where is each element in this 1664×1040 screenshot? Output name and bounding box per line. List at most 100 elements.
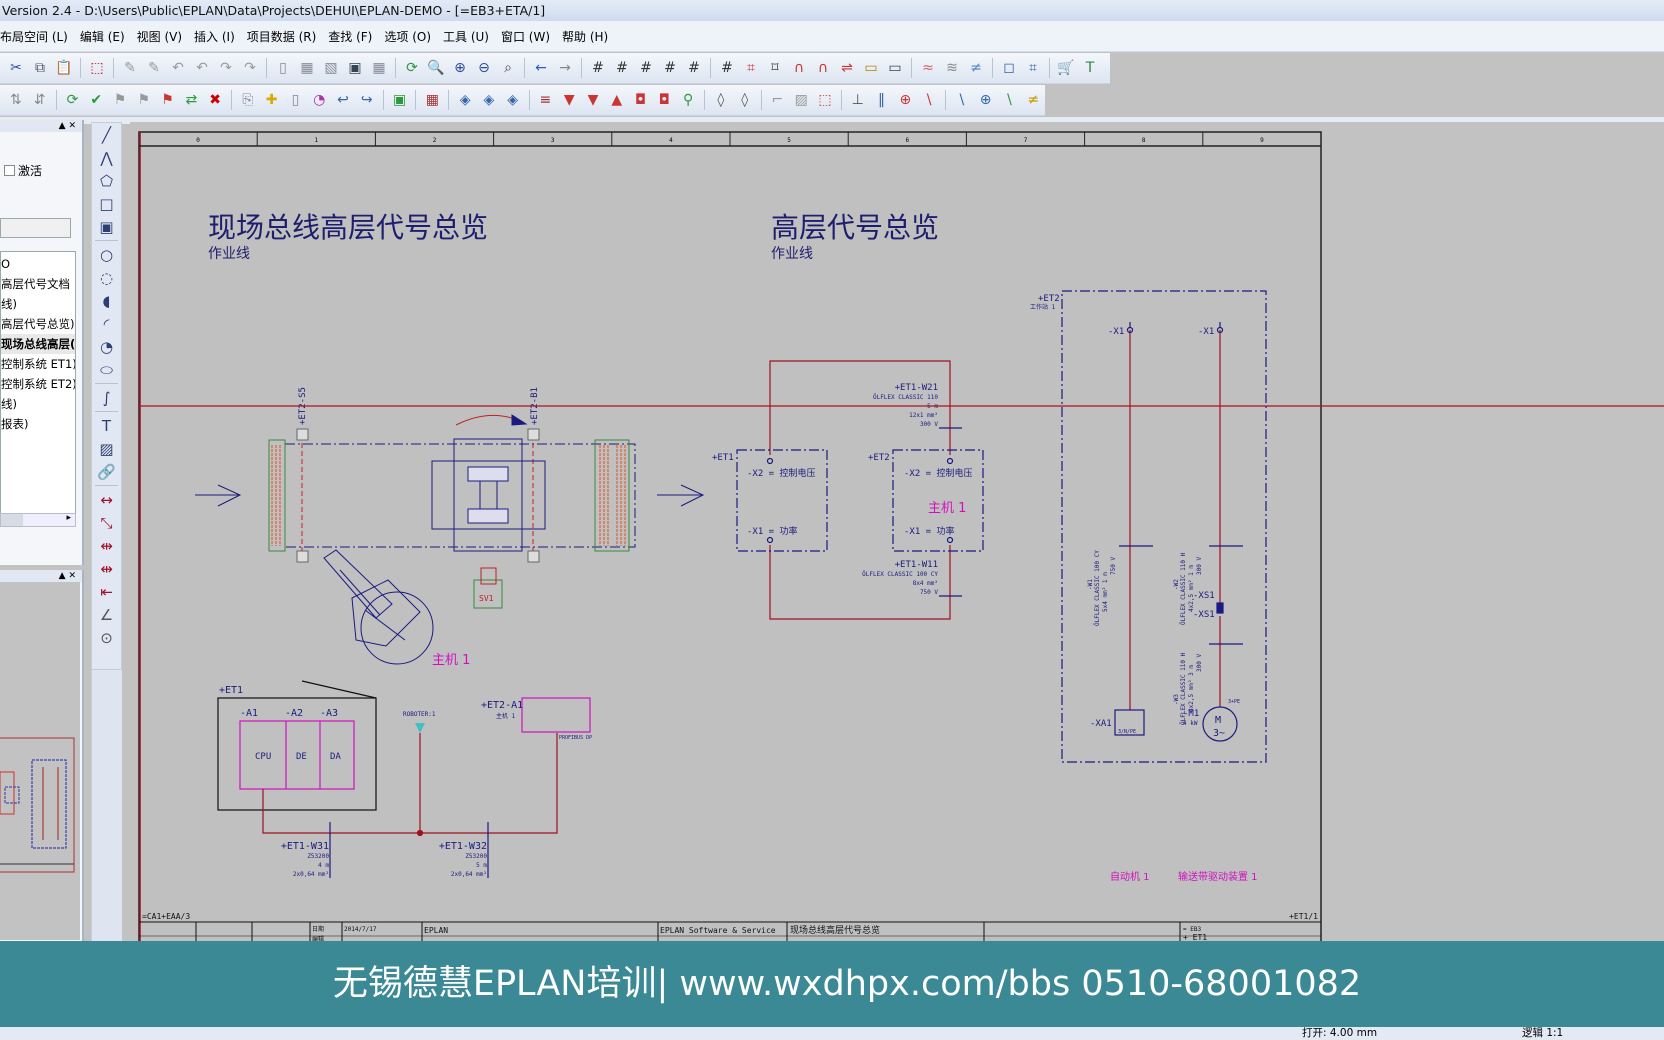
zoom-in-icon[interactable]: ⊕	[454, 60, 466, 76]
auto-connect-icon[interactable]: ∩	[817, 60, 829, 76]
wire-b-icon[interactable]: ▼	[563, 92, 575, 108]
checkbox-box[interactable]	[4, 165, 15, 176]
corner-icon[interactable]: ⌐	[771, 92, 784, 108]
cable-a-icon[interactable]: ⊥	[851, 92, 864, 108]
plc-rack[interactable]	[239, 720, 355, 790]
copy-icon[interactable]: ⧉	[35, 60, 45, 76]
ellipse-tool-icon[interactable]: ⬭	[100, 360, 113, 379]
cut-icon[interactable]: ✂	[10, 60, 22, 76]
menu-item[interactable]: 工具 (U)	[443, 29, 489, 44]
format-transfer-icon[interactable]: ✎	[148, 60, 160, 76]
dimension-increment-tool-icon[interactable]: ⇹	[100, 559, 113, 578]
line-tool-icon[interactable]: ╱	[101, 125, 112, 144]
page-properties-icon[interactable]: ▯	[279, 60, 287, 76]
insert-plc-icon[interactable]: ▣	[392, 92, 407, 108]
wire-f-icon[interactable]: ◘	[658, 92, 670, 108]
symbol-b-icon[interactable]: ◈	[483, 92, 495, 108]
page-next-icon[interactable]: ↪	[360, 92, 373, 108]
tree-item[interactable]: 控制系统 ET1)	[1, 357, 75, 371]
page-prev-icon[interactable]: ↩	[337, 92, 349, 108]
valve-sv1[interactable]	[473, 579, 503, 609]
snap-to-grid-icon[interactable]: ⌗	[747, 60, 755, 76]
menu-item[interactable]: 插入 (I)	[194, 29, 235, 44]
arc-center-tool-icon[interactable]: ◖	[102, 291, 111, 310]
device-flag-icon[interactable]: ⚑	[113, 92, 127, 108]
device-move-icon[interactable]: ⇄	[185, 92, 198, 108]
wire-c-icon[interactable]: ▼	[587, 92, 599, 108]
sensor-s5-top[interactable]	[296, 428, 309, 441]
shield-d-icon[interactable]: ≠	[1027, 92, 1040, 108]
redo-list-icon[interactable]: ↷	[244, 60, 256, 76]
menu-item[interactable]: 帮助 (H)	[562, 29, 609, 44]
device-check-icon[interactable]: ✔	[90, 92, 103, 108]
menu-item[interactable]: 查找 (F)	[328, 29, 373, 44]
et2-box[interactable]	[892, 449, 984, 552]
grid-icon[interactable]: ▦	[372, 60, 386, 76]
shield-c-icon[interactable]: \	[1007, 92, 1012, 108]
page-macro-icon[interactable]: ◔	[313, 92, 326, 108]
back-icon[interactable]: ←	[535, 60, 547, 76]
connection-jump-icon[interactable]: ⇌	[841, 60, 853, 76]
zoom-window-icon[interactable]: 🔍	[427, 60, 445, 76]
hatch-icon[interactable]: ▨	[794, 92, 808, 108]
tree-item[interactable]: 线)	[1, 397, 17, 411]
panel-close-icon[interactable]: ✕	[68, 121, 76, 131]
magnet-icon[interactable]: ∩	[793, 60, 805, 76]
shield-a-icon[interactable]: \	[959, 92, 965, 108]
layout-window-icon[interactable]: ▦	[300, 60, 314, 76]
page-copy-icon[interactable]: ⎘	[242, 92, 254, 108]
rectangle-tool-icon[interactable]: □	[99, 194, 114, 213]
cable-c-icon[interactable]: ⊕	[899, 92, 912, 108]
grid-d-icon[interactable]: #	[664, 60, 676, 76]
activate-checkbox[interactable]: 激活	[4, 162, 42, 179]
tree-item[interactable]: 高层代号总览)	[1, 317, 75, 331]
undo-list-icon[interactable]: ↶	[196, 60, 208, 76]
sensor-b1-bottom[interactable]	[527, 550, 540, 563]
sensor-s5-bottom[interactable]	[296, 550, 309, 563]
grid-display-icon[interactable]: #	[721, 60, 733, 76]
tree-horizontal-scrollbar[interactable]: ▸	[0, 513, 76, 527]
grid-b-icon[interactable]: #	[616, 60, 628, 76]
graphic-preview-icon[interactable]: ▧	[324, 60, 338, 76]
device-flag-2-icon[interactable]: ⚑	[137, 92, 151, 108]
grid-c-icon[interactable]: #	[640, 60, 652, 76]
spline-tool-icon[interactable]: ∫	[102, 388, 111, 407]
connection-numbering-icon[interactable]: ⇅	[10, 92, 22, 108]
forward-icon[interactable]: →	[559, 60, 571, 76]
et2-station-box[interactable]	[1061, 290, 1267, 763]
sensor-b1-top[interactable]	[527, 428, 540, 441]
undo-icon[interactable]: ↶	[172, 60, 184, 76]
circle-tool-icon[interactable]: ○	[99, 245, 114, 264]
delete-selection-icon[interactable]: ⬚	[90, 60, 104, 76]
dimension-aligned-tool-icon[interactable]: ⤡	[100, 513, 113, 532]
dimension-radius-tool-icon[interactable]: ⊙	[100, 628, 113, 647]
plc-table-icon[interactable]: ▦	[425, 92, 439, 108]
wire-d-icon[interactable]: ▲	[611, 92, 623, 108]
tree-item[interactable]: 高层代号文档	[1, 277, 70, 291]
panel-collapse-icon[interactable]: ▲	[58, 121, 66, 131]
page-open-icon[interactable]: ▯	[291, 92, 300, 108]
polygon-tool-icon[interactable]: ⬠	[99, 171, 114, 190]
grid-a-icon[interactable]: #	[592, 60, 604, 76]
dimension-angle-tool-icon[interactable]: ∠	[99, 605, 114, 624]
grid-e-icon[interactable]: #	[688, 60, 700, 76]
hyperlink-tool-icon[interactable]: 🔗	[97, 462, 116, 481]
scrollbar-thumb[interactable]	[1, 514, 23, 526]
cable-b-icon[interactable]: ‖	[878, 92, 886, 108]
text-tool-icon[interactable]: T	[101, 416, 112, 435]
wire-g-icon[interactable]: ⚲	[682, 92, 694, 108]
wire-e-icon[interactable]: ◘	[635, 92, 647, 108]
menu-item[interactable]: 窗口 (W)	[500, 29, 551, 44]
paste-icon[interactable]: 📋	[55, 60, 73, 76]
object-snap-icon[interactable]: ⌑	[771, 60, 779, 76]
macro-box-icon[interactable]: ◻	[1003, 60, 1015, 76]
motor-m1[interactable]	[1202, 706, 1238, 742]
image-tool-icon[interactable]: ▨	[99, 439, 114, 458]
wire-a-icon[interactable]: ≡	[539, 92, 552, 108]
tree-item[interactable]: 控制系统 ET2)	[1, 377, 75, 391]
cable-def-icon[interactable]: ≈	[922, 60, 934, 76]
panel-close-icon[interactable]: ✕	[68, 571, 76, 581]
parts-icon[interactable]: 🛒	[1057, 60, 1075, 76]
zoom-100-icon[interactable]: ⌕	[504, 60, 512, 76]
tree-item[interactable]: O	[1, 257, 11, 271]
